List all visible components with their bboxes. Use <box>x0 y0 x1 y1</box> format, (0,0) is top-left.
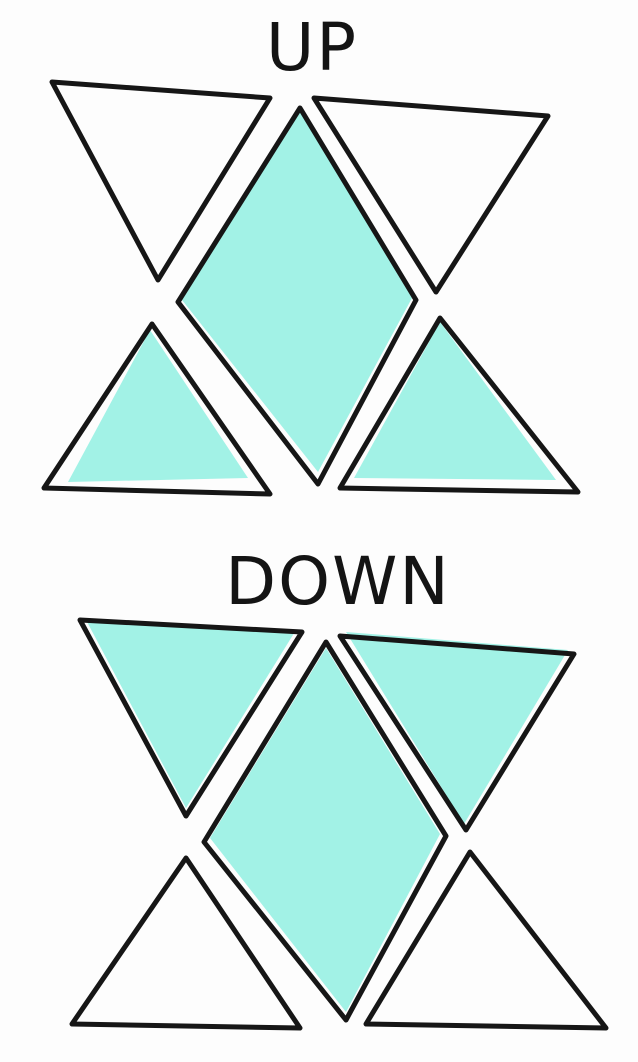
down-label: DOWN <box>225 543 450 620</box>
down-top-left-triangle-fill <box>86 620 296 808</box>
down-outlines <box>69 617 609 1031</box>
down-bottom-left-triangle <box>69 855 303 1031</box>
up-outlines <box>41 79 581 497</box>
down-center-diamond <box>201 639 449 1023</box>
up-bottom-left-triangle-fill <box>68 330 248 482</box>
down-top-left-triangle <box>77 617 305 819</box>
up-bottom-right-triangle <box>337 315 581 495</box>
up-label: UP <box>266 9 358 86</box>
up-center-diamond-fill <box>182 112 412 472</box>
up-panel: UP <box>41 9 581 497</box>
up-top-right-triangle <box>311 95 551 295</box>
down-top-right-triangle-fill <box>346 632 568 824</box>
down-top-right-triangle <box>337 633 577 833</box>
up-center-diamond <box>175 105 419 487</box>
up-bottom-right-triangle-fill <box>354 322 556 480</box>
up-fills <box>68 112 556 482</box>
down-center-diamond-fill <box>210 648 440 1012</box>
up-bottom-left-triangle <box>41 321 273 497</box>
down-bottom-right-triangle <box>363 849 609 1031</box>
up-top-left-triangle <box>49 79 273 283</box>
down-fills <box>86 620 568 1012</box>
down-panel: DOWN <box>69 543 609 1031</box>
